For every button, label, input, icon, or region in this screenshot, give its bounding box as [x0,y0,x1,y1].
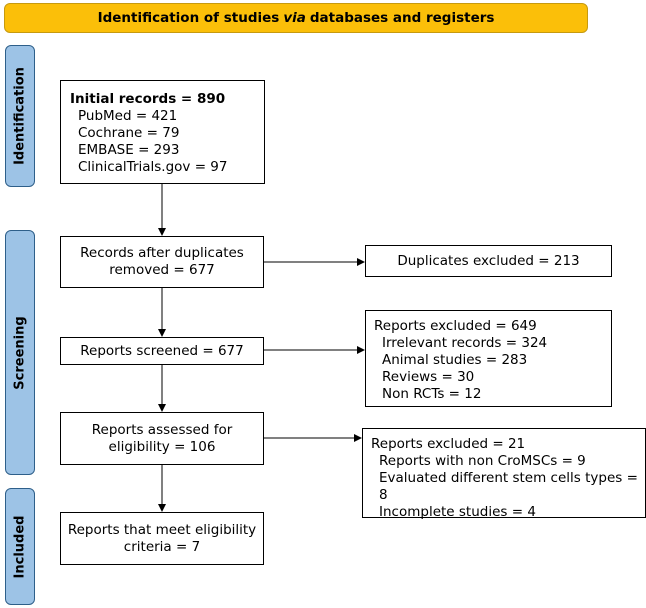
eligibility-excluded-title: Reports excluded = 21 [371,436,526,452]
source-pubmed: PubMed = 421 [78,108,178,124]
phase-screening: Screening [5,230,35,475]
source-cochrane: Cochrane = 79 [78,125,180,141]
excluded-reviews: Reviews = 30 [382,369,475,385]
excluded-incomplete: Incomplete studies = 4 [379,504,536,520]
duplicates-excluded-text: Duplicates excluded = 213 [397,252,580,269]
eligibility-excluded-box: Reports excluded = 21 Reports with non C… [362,428,646,520]
screening-excluded-title: Reports excluded = 649 [374,318,537,334]
header-text-italic: via [283,10,306,26]
excluded-animal: Animal studies = 283 [382,352,528,368]
screening-excluded-box: Reports excluded = 649 Irrelevant record… [365,310,612,407]
initial-records-box: Initial records = 890 PubMed = 421 Cochr… [60,80,265,184]
assessed-eligibility-box: Reports assessed for eligibility = 106 [60,412,264,465]
header-text-after: databases and registers [309,10,495,26]
after-duplicates-box: Records after duplicates removed = 677 [60,236,264,288]
initial-records-title: Initial records = 890 [70,91,226,107]
after-duplicates-line1: Records after duplicates [80,245,244,261]
duplicates-excluded-box: Duplicates excluded = 213 [365,245,612,277]
source-embase: EMBASE = 293 [78,142,180,158]
included-box: Reports that meet eligibility criteria =… [60,512,264,565]
after-duplicates-line2: removed = 677 [109,262,215,278]
source-clinicaltrials: ClinicalTrials.gov = 97 [78,159,228,175]
phase-included: Included [5,488,35,605]
phase-identification: Identification [5,45,35,187]
excluded-non-cromscs: Reports with non CroMSCs = 9 [379,453,586,469]
reports-screened-box: Reports screened = 677 [60,337,264,365]
reports-screened-text: Reports screened = 677 [80,342,244,359]
assessed-line1: Reports assessed for [91,421,233,438]
header-banner: Identification of studies via databases … [4,3,588,33]
header-text-before: Identification of studies [97,10,280,26]
excluded-irrelevant: Irrelevant records = 324 [382,335,548,351]
included-line1: Reports that meet eligibility [67,521,257,538]
included-line2: criteria = 7 [123,538,201,555]
assessed-line2: eligibility = 106 [108,438,216,455]
excluded-non-rcts: Non RCTs = 12 [382,386,482,402]
excluded-stem-cell-types: Evaluated different stem cells types = 8 [379,470,638,503]
